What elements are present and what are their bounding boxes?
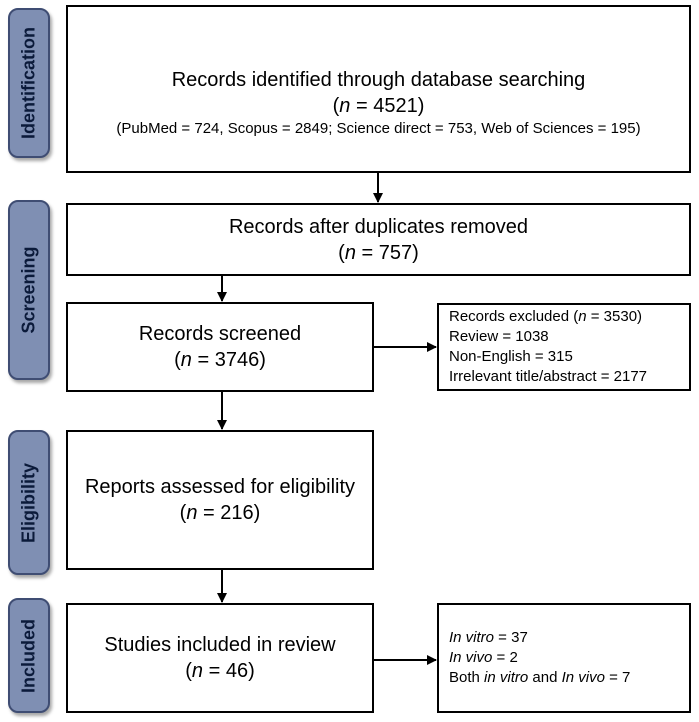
screened-count: (n = 3746) [174, 349, 266, 371]
breakdown-both-value: = 7 [604, 669, 631, 686]
breakdown-in-vitro: In vitro = 37 [449, 628, 689, 648]
eligibility-n: n [186, 502, 198, 524]
breakdown-in-vitro-value: = 37 [494, 629, 528, 646]
duplicates-removed-n-value: = 757 [355, 241, 413, 264]
screened-n-value: = 3746 [191, 349, 260, 371]
breakdown-both-prefix: Both [449, 669, 485, 686]
stage-screening: Screening [8, 200, 50, 380]
eligibility-count: (n = 216) [179, 502, 261, 524]
excluded-n: n [578, 308, 587, 325]
identified-box: Records identified through database sear… [66, 5, 691, 173]
excluded-irrelevant: Irrelevant title/abstract = 2177 [449, 368, 648, 385]
identified-sources: (PubMed = 724, Scopus = 2849; Science di… [116, 120, 641, 137]
stage-identification: Identification [8, 8, 50, 158]
included-studies-n-value: = 46 [203, 660, 249, 682]
stage-eligibility: Eligibility [8, 430, 50, 575]
breakdown-in-vitro-label: In vitro [449, 629, 495, 646]
duplicates-removed-n: n [344, 241, 356, 264]
screened-title: Records screened [138, 323, 302, 345]
screened-n: n [180, 349, 192, 371]
breakdown-in-vivo: In vivo = 2 [449, 648, 689, 668]
identified-count: (n = 4521) [332, 95, 425, 117]
excluded-review: Review = 1038 [449, 328, 549, 345]
breakdown-both: Both in vitro and In vivo = 7 [449, 668, 689, 688]
breakdown-both-in-vitro: in vitro [484, 669, 529, 686]
breakdown-both-in-vivo: In vivo [561, 669, 605, 686]
included-studies-box: Studies included in review (n = 46) [66, 603, 374, 713]
identified-n-value: = 4521 [350, 95, 418, 117]
identified-title: Records identified through database sear… [171, 69, 586, 91]
excluded-title-prefix: Records excluded ( [449, 308, 579, 325]
excluded-box: Records excluded (n = 3530) Review = 103… [437, 303, 691, 391]
eligibility-box: Reports assessed for eligibility (n = 21… [66, 430, 374, 570]
identified-n: n [339, 95, 351, 117]
eligibility-n-value: = 216 [197, 502, 254, 524]
duplicates-removed-count: (n = 757) [338, 241, 419, 264]
duplicates-removed-title: Records after duplicates removed [228, 215, 529, 238]
stage-included: Included [8, 598, 50, 713]
eligibility-title: Reports assessed for eligibility [84, 476, 356, 498]
duplicates-removed-box: Records after duplicates removed (n = 75… [66, 203, 691, 276]
included-studies-n: n [191, 660, 204, 682]
breakdown-box: In vitro = 37 In vivo = 2 Both in vitro … [437, 603, 691, 713]
screened-box: Records screened (n = 3746) [66, 302, 374, 392]
excluded-title-value: = 3530) [586, 308, 643, 325]
breakdown-in-vivo-value: = 2 [492, 649, 518, 666]
included-studies-title: Studies included in review [104, 634, 336, 656]
excluded-title: Records excluded (n = 3530) [449, 307, 689, 327]
excluded-non-english: Non-English = 315 [449, 348, 573, 365]
included-studies-count: (n = 46) [185, 660, 255, 682]
breakdown-both-and: and [528, 669, 562, 686]
breakdown-in-vivo-label: In vivo [449, 649, 493, 666]
